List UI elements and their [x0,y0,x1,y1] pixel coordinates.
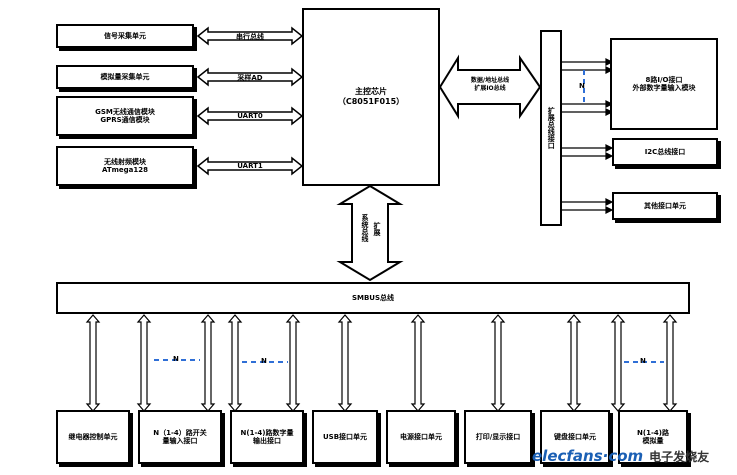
bottom-bus-arrows [85,314,678,412]
bus-label-serial: 串行总线 [236,33,264,41]
n-label-3: N [640,357,646,365]
expansion-bus-label: 扩展总线接口 [547,107,556,149]
watermark: elecfans·com 电子发烧友 [532,447,709,465]
smbus-label: SMBUS总线 [351,293,395,302]
system-bus-label: 系统总线 [361,214,369,242]
unit-analog-acquisition: 模拟量采集单元 [56,65,194,89]
unit-i2c-interface: I2C总线接口 [612,138,718,166]
unit-label: 键盘接口单元 [554,432,596,441]
unit-keyboard-interface: 键盘接口单元 [540,410,610,464]
unit-label: N（1-4）路开关 [153,428,207,437]
unit-label: 继电器控制单元 [68,432,118,441]
cpu-block: 主控芯片 （C8051F015） [302,8,440,186]
unit-label: 信号采集单元 [104,31,146,40]
unit-print-display: 打印/显示接口 [464,410,532,464]
right-n-label: N [579,82,585,90]
watermark-cn: 电子发烧友 [649,450,710,464]
unit-sublabel: 模拟量 [642,437,664,445]
unit-usb-interface: USB接口单元 [312,410,378,464]
unit-label: 模拟量采集单元 [100,72,150,81]
arrow-cpu-down [336,184,404,282]
cpu-model: （C8051F015） [337,97,405,106]
cpu-bus-label-1: 数据/地址总线 [470,77,510,84]
unit-label: GSM无线通信模块 [95,107,155,116]
unit-gsm-module: GSM无线通信模块 GPRS通信模块 [56,96,194,136]
unit-sublabel: GPRS通信模块 [100,116,150,124]
unit-label: 其他接口单元 [644,201,686,210]
unit-sublabel: 输出接口 [253,437,281,445]
bus-label-uart1: UART1 [237,162,263,170]
bus-label-ad: 采样AD [237,74,263,82]
smbus-main-bus: SMBUS总线 [56,282,690,314]
cpu-bus-label-2: 扩展IO总线 [474,84,506,92]
unit-rf-module: 无线射频模块 ATmega128 [56,146,194,186]
unit-label: 8路I/O接口 [645,75,683,84]
left-bus-arrows [196,26,304,176]
unit-signal-acquisition: 信号采集单元 [56,24,194,48]
unit-io-interface: 8路I/O接口 外部数字量输入模块 [610,38,718,130]
unit-label: 电源接口单元 [400,432,442,441]
unit-label: 无线射频模块 [103,157,146,166]
unit-analog-n: N(1-4)路 模拟量 [618,410,688,464]
unit-other-interface: 其他接口单元 [612,192,718,220]
unit-power-interface: 电源接口单元 [386,410,456,464]
unit-sublabel: 量输入接口 [162,437,198,445]
unit-digital-output: N(1-4)路数字量 输出接口 [230,410,304,464]
system-bus-label-2: 扩展 [373,222,381,236]
unit-label: USB接口单元 [322,432,368,441]
unit-label: N(1-4)路 [637,428,669,437]
unit-label: N(1-4)路数字量 [240,428,294,437]
unit-sublabel: ATmega128 [101,166,149,174]
watermark-text: elecfans·com [532,447,644,465]
unit-label: I2C总线接口 [644,147,686,156]
n-label-2: N [261,357,267,365]
cpu-name: 主控芯片 [355,87,387,97]
unit-switch-input: N（1-4）路开关 量输入接口 [138,410,222,464]
unit-relay-control: 继电器控制单元 [56,410,130,464]
unit-label: 打印/显示接口 [475,432,521,441]
right-bus-arrows [562,58,614,214]
n-dashes [154,359,664,363]
unit-sublabel: 外部数字量输入模块 [632,84,696,92]
expansion-bus: 扩展总线接口 [540,30,562,226]
bus-label-uart0: UART0 [237,112,263,120]
n-label-1: N [173,355,179,363]
cpu-bus-label: 数据/地址总线 扩展IO总线 [458,77,522,93]
